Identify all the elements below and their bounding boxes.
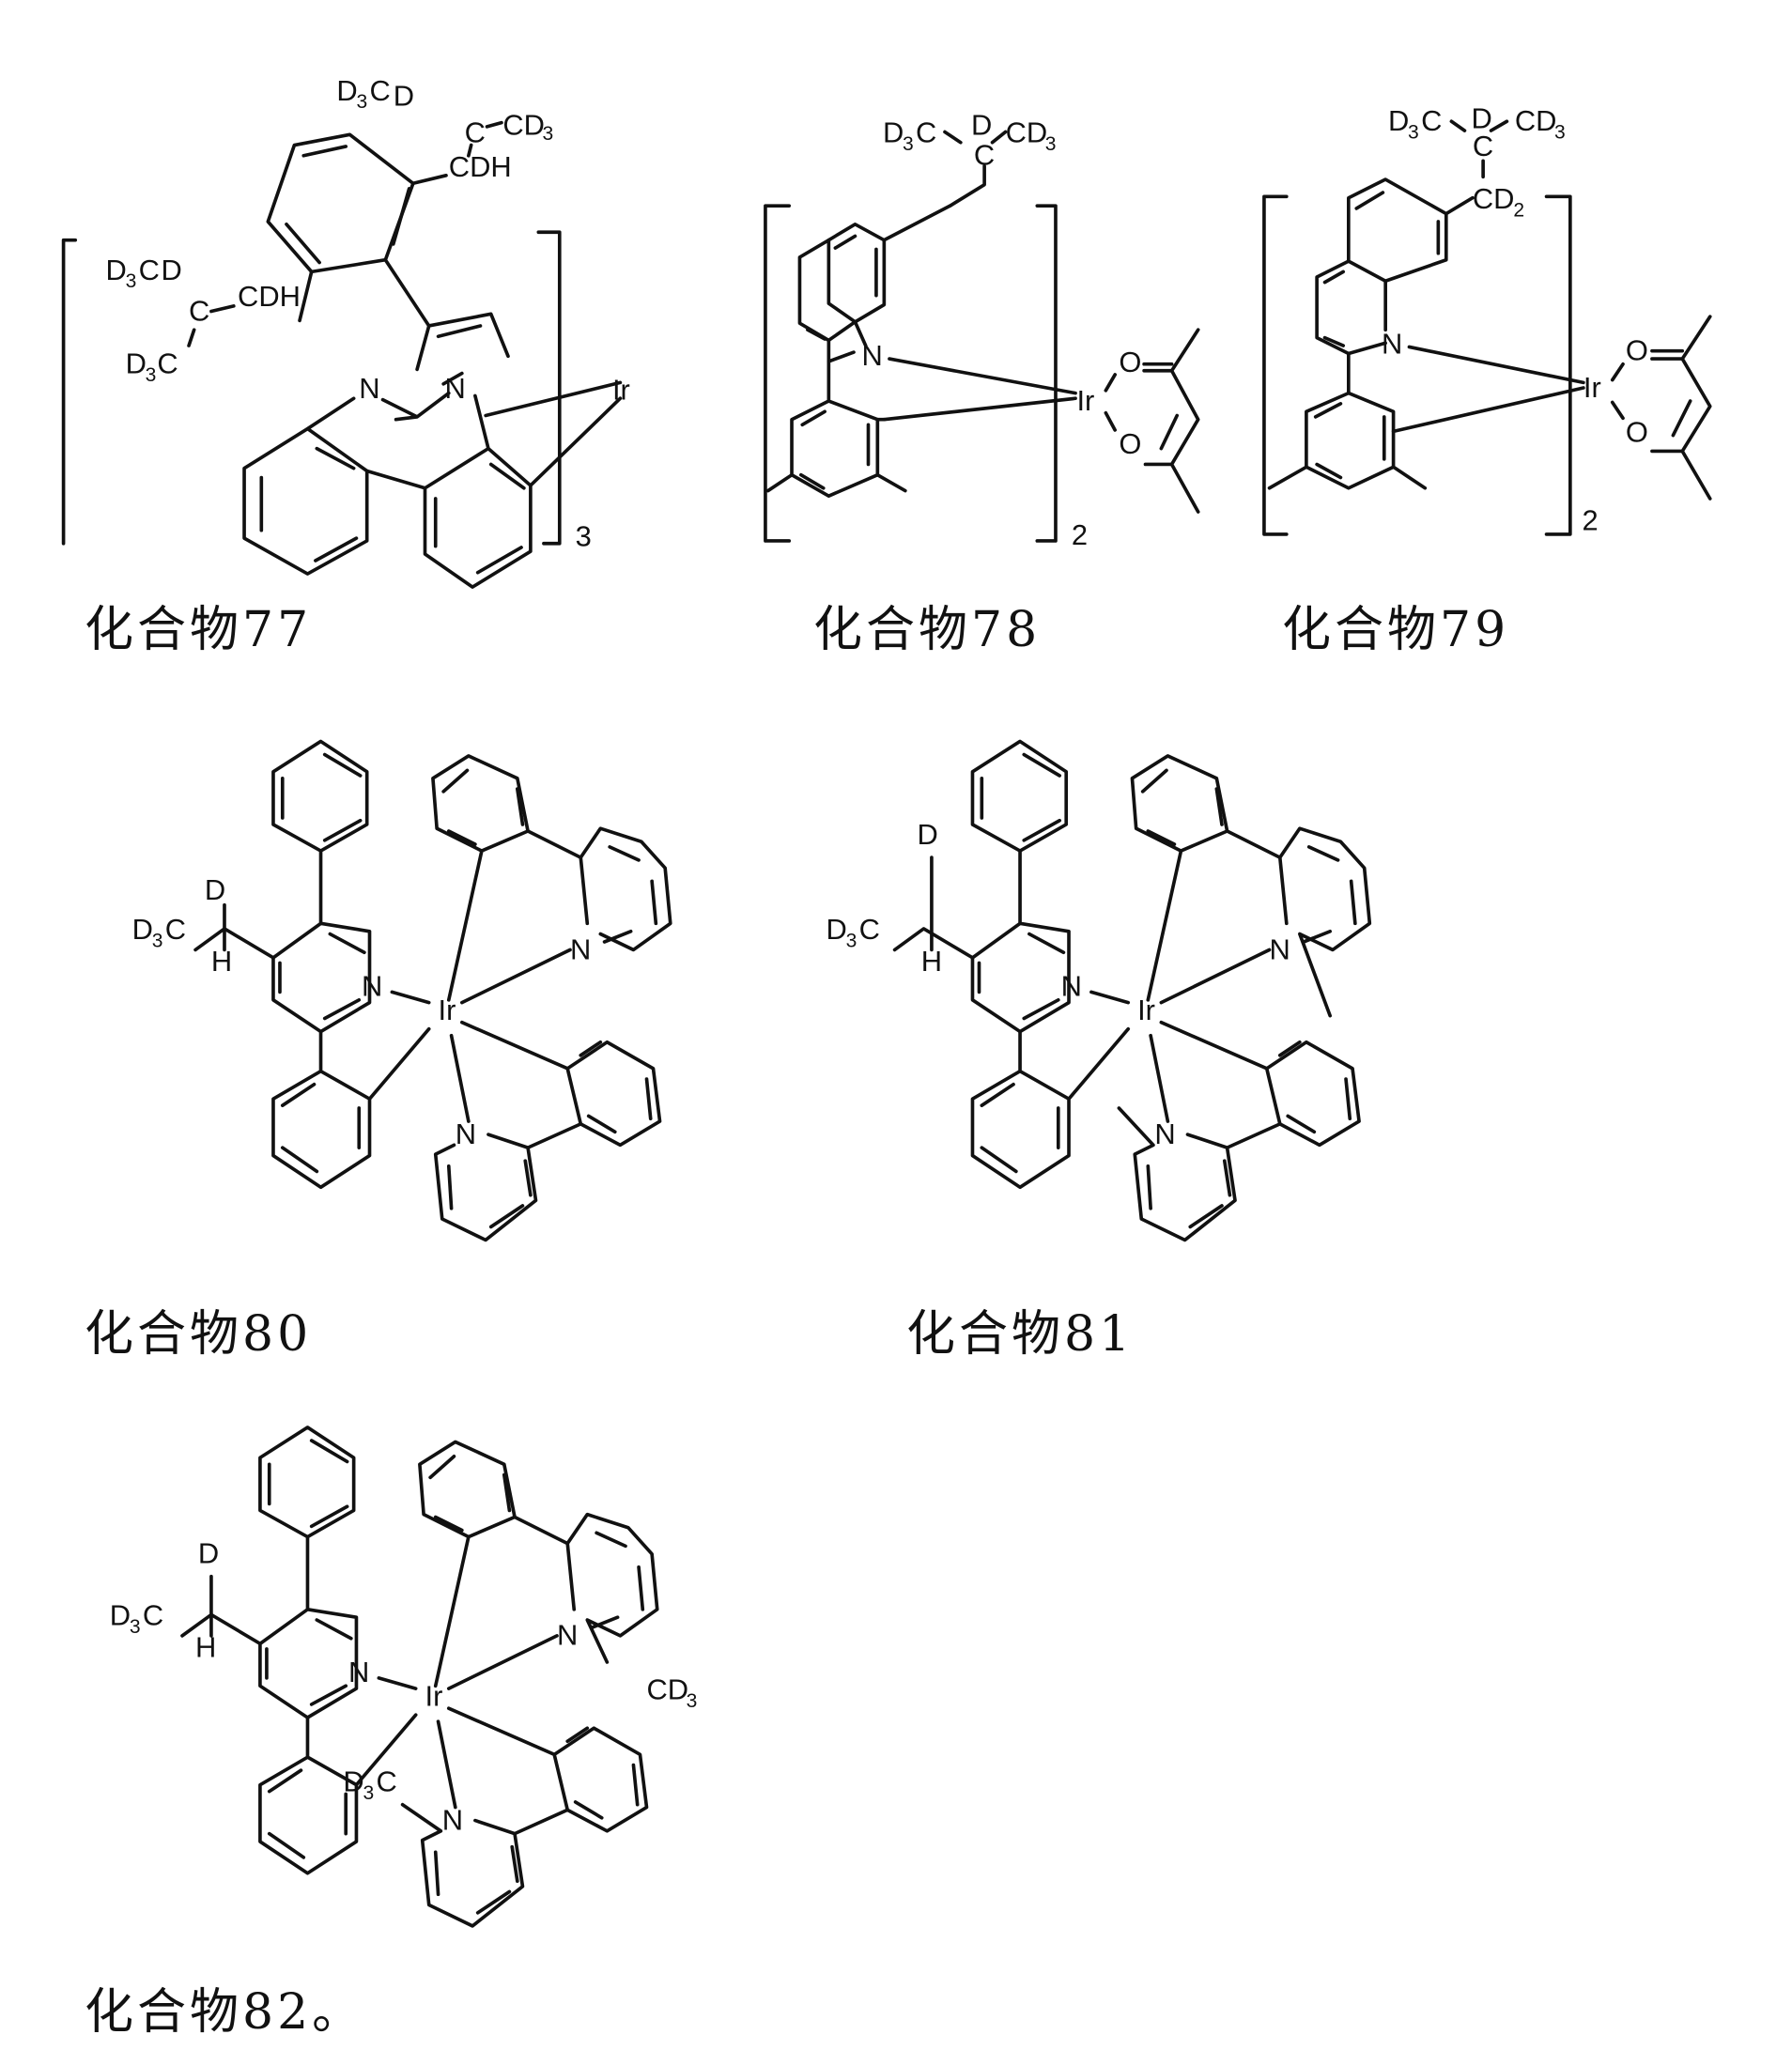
svg-text:3: 3 [903,133,914,155]
svg-text:C: C [974,139,995,172]
svg-text:H: H [921,945,942,978]
svg-text:O: O [1626,416,1648,449]
svg-text:2: 2 [1582,504,1598,537]
svg-text:Ir: Ir [1076,384,1094,417]
svg-text:D: D [343,1765,363,1798]
atom-N: N [359,372,379,405]
svg-text:3: 3 [1045,133,1057,155]
svg-text:C: C [189,294,209,327]
svg-text:2: 2 [1513,199,1524,221]
svg-text:H: H [195,1630,216,1663]
svg-text:D: D [110,1599,131,1632]
svg-text:C: C [1421,104,1442,137]
svg-text:D: D [917,818,937,851]
svg-text:N: N [570,933,591,965]
svg-text:N: N [456,1117,476,1150]
svg-text:O: O [1119,427,1141,460]
svg-text:D: D [1388,104,1409,137]
svg-text:3: 3 [152,931,163,952]
svg-text:N: N [362,970,382,1003]
svg-text:CD: CD [647,1672,689,1705]
svg-text:D: D [826,913,847,946]
svg-text:D: D [971,108,992,141]
svg-text:C: C [370,74,391,107]
svg-text:3: 3 [356,91,367,113]
svg-text:O: O [1626,334,1648,367]
svg-text:3: 3 [687,1690,698,1712]
svg-text:C: C [859,913,880,946]
svg-text:D: D [106,254,127,286]
svg-text:3: 3 [1554,122,1566,144]
svg-text:3: 3 [1408,122,1419,144]
svg-text:CD: CD [1006,116,1048,149]
svg-text:O: O [1119,346,1141,378]
svg-text:2: 2 [1072,518,1088,551]
svg-text:C: C [1473,130,1493,162]
svg-text:Ir: Ir [425,1679,443,1712]
svg-text:Ir: Ir [439,994,456,1026]
svg-text:3: 3 [363,1782,374,1804]
svg-text:N: N [861,339,882,372]
svg-text:N: N [442,1803,463,1836]
svg-text:CD: CD [1515,104,1557,137]
svg-text:3: 3 [146,364,157,386]
svg-text:Ir: Ir [1137,994,1155,1026]
caption-compound-79: 化合物79 [1282,602,1510,658]
svg-text:H: H [211,945,232,978]
svg-text:C: C [139,254,160,286]
svg-text:N: N [1061,970,1082,1003]
svg-text:3: 3 [130,1616,141,1638]
svg-text:D: D [126,347,147,380]
svg-text:D: D [205,873,225,906]
svg-text:D: D [336,74,357,107]
svg-text:D: D [1471,101,1491,134]
svg-text:C: C [143,1599,163,1632]
caption-compound-82: 化合物82。 [85,1984,365,2041]
svg-text:3: 3 [846,931,857,952]
svg-text:N: N [557,1619,578,1652]
caption-compound-78: 化合物78 [813,602,1042,658]
multiplier-77: 3 [576,520,592,553]
svg-text:3: 3 [543,123,554,145]
svg-text:CD: CD [502,108,545,141]
svg-text:C: C [165,913,186,946]
caption-compound-80: 化合物80 [85,1306,313,1363]
caption-compound-77: 化合物77 [85,602,313,658]
svg-text:N: N [1382,327,1402,360]
svg-text:Ir: Ir [612,374,630,407]
caption-compound-81: 化合物81 [906,1306,1135,1363]
svg-text:C: C [916,116,936,149]
svg-text:CDH: CDH [449,150,512,183]
svg-text:D: D [132,913,153,946]
svg-text:CDH: CDH [238,280,301,313]
svg-text:D: D [162,254,182,286]
svg-text:3: 3 [126,270,137,292]
svg-text:D: D [394,79,414,112]
svg-text:N: N [348,1656,369,1688]
svg-text:D: D [883,116,904,149]
svg-text:C: C [157,347,178,380]
svg-text:C: C [465,116,486,149]
svg-text:C: C [377,1765,397,1798]
svg-text:CD: CD [1473,182,1515,215]
svg-text:D: D [198,1537,219,1570]
svg-text:Ir: Ir [1583,371,1601,404]
svg-text:N: N [1154,1117,1175,1150]
svg-text:N: N [1270,933,1290,965]
